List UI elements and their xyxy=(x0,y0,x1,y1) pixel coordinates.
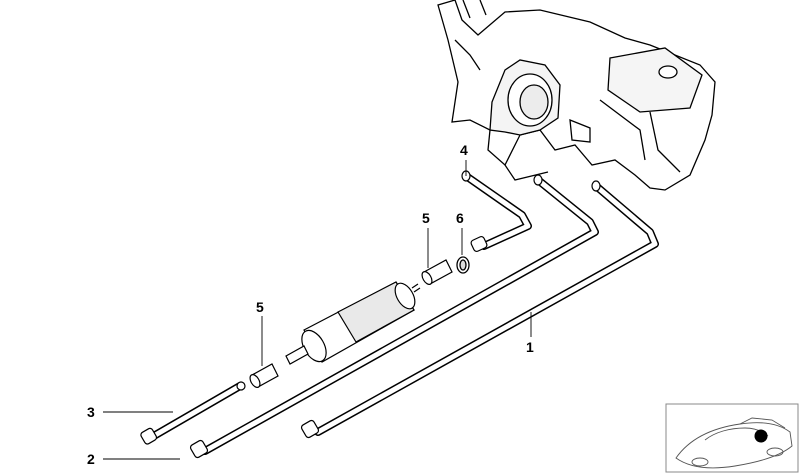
fuel-line-1 xyxy=(300,180,659,439)
callout-5-upper: 5 xyxy=(422,210,430,226)
fuel-filter xyxy=(285,281,421,365)
location-marker-icon xyxy=(754,429,768,443)
callout-2: 2 xyxy=(87,451,95,467)
thumbnail-frame xyxy=(665,403,799,473)
callout-3: 3 xyxy=(87,404,95,420)
hose-clamp-6 xyxy=(456,256,470,274)
callout-5-lower: 5 xyxy=(256,299,264,315)
leader-lines xyxy=(103,160,532,460)
hose-5-lower xyxy=(249,363,279,388)
fuel-line-4 xyxy=(461,170,532,253)
vehicle-locator-thumbnail xyxy=(665,403,799,473)
callout-6: 6 xyxy=(456,210,464,226)
fuel-tank xyxy=(437,0,716,191)
callout-1: 1 xyxy=(526,339,534,355)
callout-4: 4 xyxy=(460,142,468,158)
fuel-line-2 xyxy=(189,174,599,459)
hose-5-upper xyxy=(421,259,453,285)
fuel-line-3 xyxy=(140,381,246,445)
